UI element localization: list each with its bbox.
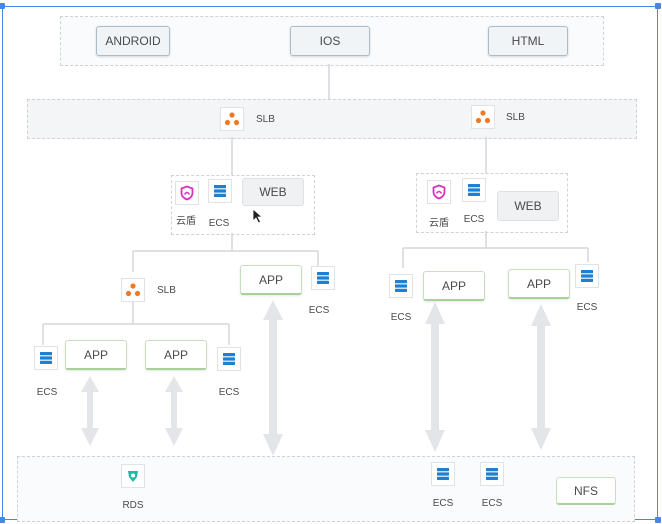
cloud-shield-node-left[interactable] (175, 181, 199, 205)
ecs-label-app-3: ECS (218, 387, 240, 398)
arrow-app-to-data-3 (263, 300, 283, 456)
ecs-label-storage-2: ECS (481, 498, 503, 509)
ios-client-button[interactable]: IOS (290, 26, 370, 56)
ecs-label-storage-1: ECS (432, 498, 454, 509)
resize-handle-top-left[interactable] (0, 3, 5, 9)
ecs-server-icon (317, 272, 329, 284)
connector-inner-slb-to-app (42, 302, 230, 345)
cloud-shield-icon (432, 184, 446, 200)
ecs-label-web-right: ECS (463, 214, 485, 225)
app-button-4[interactable]: APP (423, 271, 485, 301)
cloud-shield-label-right: 云盾 (429, 218, 449, 229)
ecs-node-storage-1[interactable] (431, 462, 455, 486)
ecs-node-web-left[interactable] (208, 179, 232, 203)
ecs-server-icon (223, 353, 235, 365)
connector-web-left-to-app-tier (132, 233, 319, 272)
slb-icon (224, 112, 240, 126)
slb-node-right[interactable] (471, 105, 495, 129)
ecs-node-app-5[interactable] (575, 264, 599, 288)
nfs-storage-button[interactable]: NFS (556, 477, 616, 505)
ecs-node-app-2[interactable] (34, 346, 58, 370)
ecs-node-app-4[interactable] (389, 274, 413, 298)
web-button-right[interactable]: WEB (497, 191, 559, 221)
ecs-label-web-left: ECS (208, 218, 230, 229)
slb-label-left: SLB (256, 114, 275, 125)
connector-web-right-to-app-tier (402, 231, 589, 268)
arrow-app-to-data-5 (531, 304, 551, 450)
resize-handle-bottom-right[interactable] (655, 517, 661, 523)
ecs-server-icon (214, 185, 226, 197)
android-client-button[interactable]: ANDROID (96, 26, 170, 56)
slb-node-inner[interactable] (121, 278, 145, 302)
ecs-node-web-right[interactable] (462, 178, 486, 202)
cloud-shield-icon (180, 185, 194, 201)
arrow-app-to-data-4 (425, 302, 445, 452)
app-button-2[interactable]: APP (65, 340, 127, 370)
bidirectional-arrows (81, 300, 551, 456)
app-button-5[interactable]: APP (508, 269, 570, 299)
ecs-node-storage-2[interactable] (480, 462, 504, 486)
slb-node-left[interactable] (220, 107, 244, 131)
ecs-node-app-1[interactable] (311, 266, 335, 290)
cloud-shield-node-right[interactable] (427, 180, 451, 204)
slb-label-right: SLB (506, 112, 525, 123)
rds-label: RDS (122, 500, 144, 511)
connector-lines (42, 64, 589, 345)
resize-handle-bottom-left[interactable] (0, 517, 5, 523)
ecs-server-icon (468, 184, 480, 196)
mouse-cursor-icon (252, 208, 264, 224)
resize-handle-top-right[interactable] (655, 3, 661, 9)
html-client-button[interactable]: HTML (488, 26, 568, 56)
load-balancer-layer (27, 99, 637, 139)
web-button-left[interactable]: WEB (242, 178, 304, 206)
app-button-3[interactable]: APP (145, 340, 207, 370)
arrow-app-to-db-1 (81, 376, 99, 446)
ecs-server-icon (437, 468, 449, 480)
cloud-shield-label-left: 云盾 (176, 216, 196, 227)
data-layer (17, 456, 635, 522)
slb-icon (475, 110, 491, 124)
ecs-node-app-3[interactable] (217, 347, 241, 371)
ecs-label-app-4: ECS (390, 312, 412, 323)
ecs-server-icon (40, 352, 52, 364)
ecs-label-app-2: ECS (36, 387, 58, 398)
ecs-label-app-5: ECS (576, 302, 598, 313)
rds-node[interactable] (121, 464, 145, 488)
ecs-label-app-1: ECS (308, 305, 330, 316)
slb-label-inner: SLB (157, 285, 176, 296)
rds-icon (128, 471, 138, 482)
arrow-app-to-db-2 (165, 376, 183, 446)
ecs-server-icon (581, 270, 593, 282)
ecs-server-icon (395, 280, 407, 292)
ecs-server-icon (486, 468, 498, 480)
slb-icon (125, 283, 141, 297)
app-button-1[interactable]: APP (240, 265, 302, 295)
